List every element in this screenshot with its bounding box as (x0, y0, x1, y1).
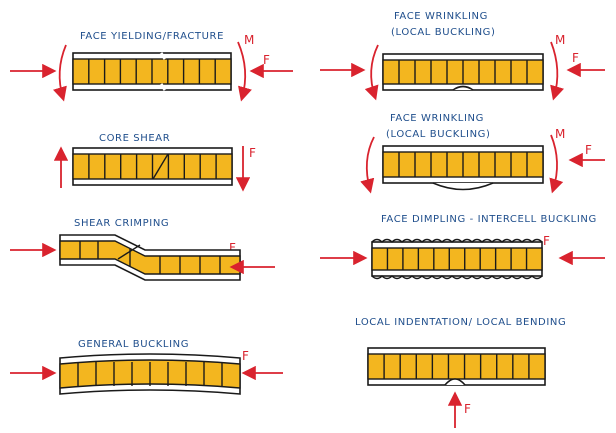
force-label: F (229, 241, 236, 255)
honeycomb-core (371, 247, 543, 271)
force-label: F (572, 51, 579, 65)
shear-crack (117, 244, 141, 260)
force-label: F (263, 53, 270, 67)
moment-arrow (549, 134, 564, 194)
honeycomb-core (59, 240, 241, 275)
title-face-wrinkling-1b: (LOCAL BUCKLING) (391, 27, 496, 38)
panels-group (59, 52, 546, 395)
moment-label: M (244, 33, 254, 47)
title-shear-crimping: SHEAR CRIMPING (74, 218, 169, 229)
sandwich-panel (72, 52, 232, 91)
moment-label: M (555, 33, 565, 47)
moment-label: M (555, 127, 565, 141)
dimple-top (371, 238, 543, 243)
honeycomb-core (367, 353, 546, 380)
title-local-indentation: LOCAL INDENTATION/ LOCAL BENDING (355, 317, 566, 328)
force-label: F (249, 146, 256, 160)
moment-arrow (53, 44, 67, 102)
title-face-dimpling: FACE DIMPLING - INTERCELL BUCKLING (381, 214, 597, 225)
moment-arrow (237, 41, 252, 102)
title-face-wrinkling-2a: FACE WRINKLING (390, 113, 484, 124)
moment-arrow (364, 44, 379, 101)
force-label: F (585, 143, 592, 157)
sandwich-panel (367, 347, 546, 386)
force-label: F (543, 234, 550, 248)
sandwich-panel (72, 147, 233, 186)
moment-arrow (550, 41, 564, 101)
title-face-wrinkling-2b: (LOCAL BUCKLING) (386, 129, 491, 140)
fracture-gap-top (159, 52, 167, 60)
fracture-gap-bottom (159, 83, 167, 91)
sandwich-panel (59, 234, 241, 281)
arrows-group (10, 41, 605, 428)
force-label: F (464, 402, 471, 416)
sandwich-panel (382, 145, 544, 191)
sandwich-panel (382, 53, 544, 91)
dimple-bottom (371, 275, 543, 280)
title-core-shear: CORE SHEAR (99, 133, 170, 144)
force-label: F (242, 349, 249, 363)
indentation (444, 378, 466, 386)
title-general-buckling: GENERAL BUCKLING (78, 339, 189, 350)
sandwich-panel (371, 238, 543, 280)
wrinkle (452, 85, 474, 91)
title-face-yielding: FACE YIELDING/FRACTURE (80, 31, 224, 42)
title-face-wrinkling-1a: FACE WRINKLING (394, 11, 488, 22)
moment-arrow (360, 136, 375, 194)
sandwich-panel (59, 353, 241, 395)
shear-crack (152, 153, 169, 180)
wrinkle-bulge (432, 182, 494, 191)
